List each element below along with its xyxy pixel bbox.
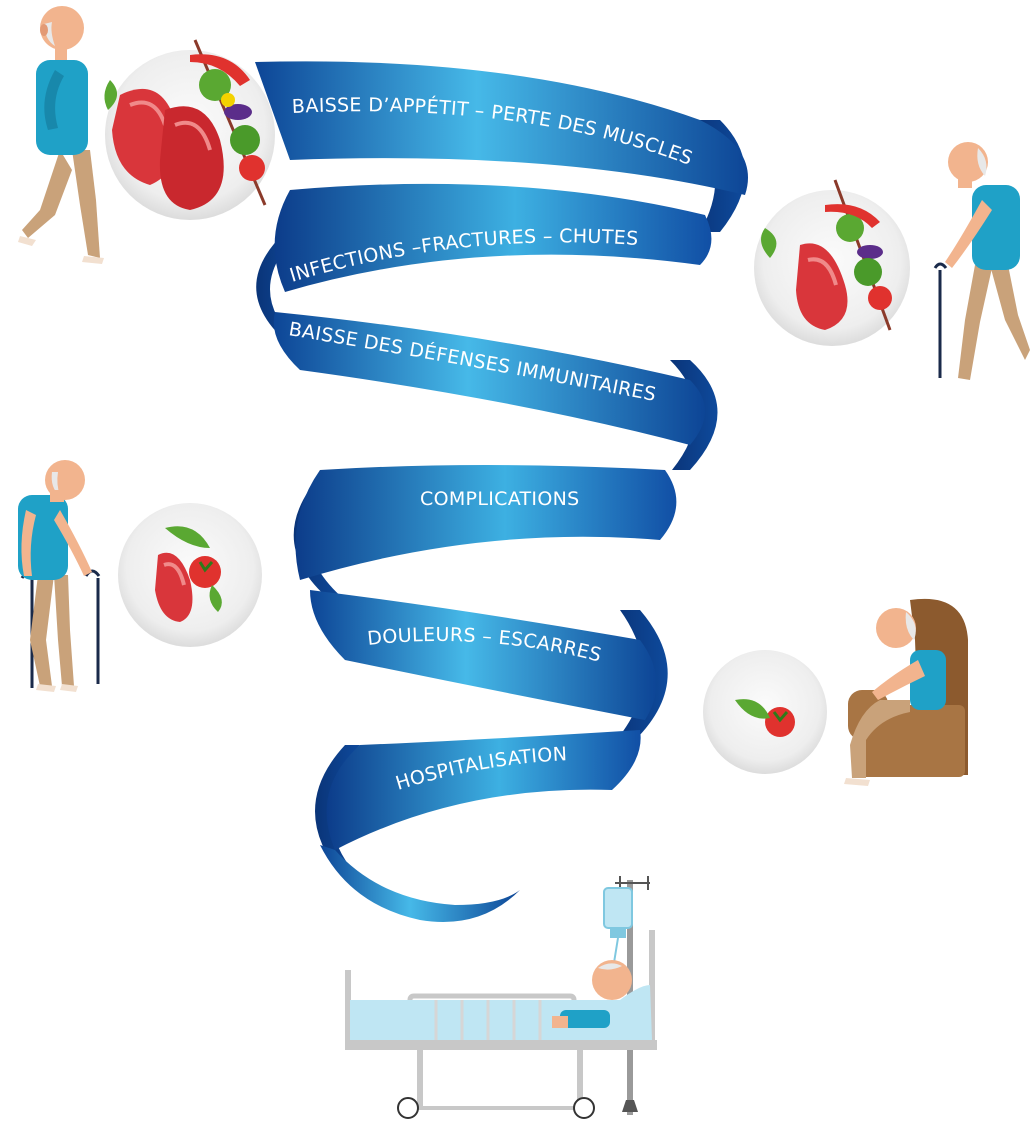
full-plate [104, 39, 275, 220]
man-with-cane-figure [933, 142, 1030, 380]
step-label-complications: COMPLICATIONS [420, 488, 579, 510]
minimal-plate [703, 650, 827, 774]
medium-plate [754, 179, 910, 346]
spiral-ribbon [255, 61, 748, 922]
small-plate [118, 503, 262, 647]
man-with-two-canes-figure [18, 460, 101, 692]
man-in-armchair-figure [844, 598, 968, 786]
walking-man-figure [18, 6, 104, 264]
hospital-bed-figure [345, 876, 657, 1119]
